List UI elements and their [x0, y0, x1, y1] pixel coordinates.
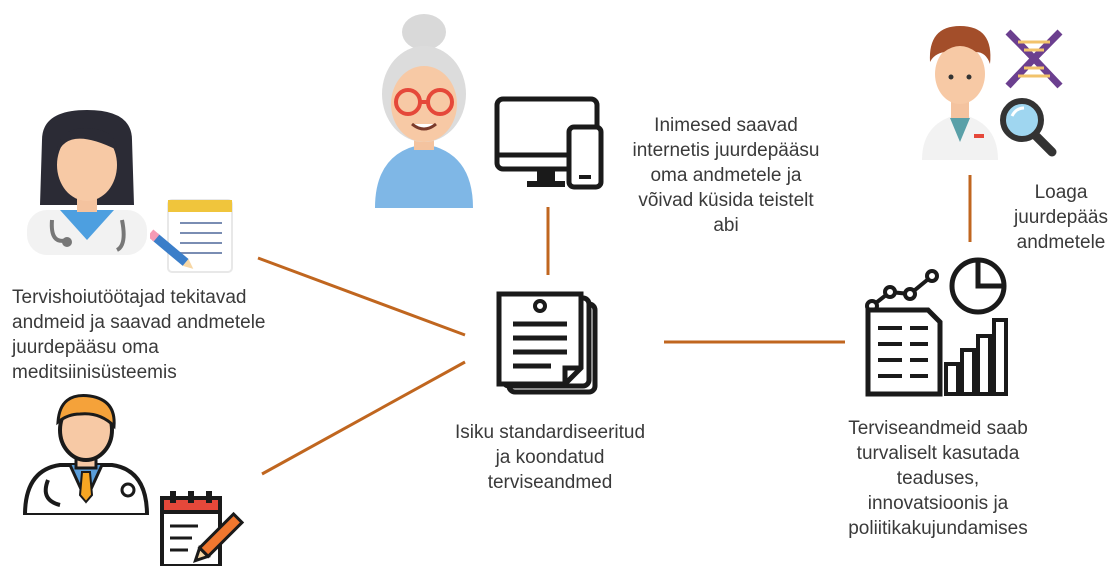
text-line: oma andmetele ja	[650, 165, 802, 186]
text-line: abi	[713, 215, 739, 236]
central-label: Isiku standardiseeritud ja koondatud ter…	[430, 420, 670, 495]
male-doctor-icon	[22, 394, 150, 515]
clipboard-pen-icon	[160, 491, 245, 566]
dna-icon	[1005, 29, 1063, 89]
computer-devices-icon	[494, 96, 604, 190]
text-line: internetis juurdepääsu	[632, 140, 820, 161]
text-line: terviseandmed	[487, 472, 613, 493]
elderly-woman-icon	[375, 14, 473, 208]
text-line: andmetele	[1016, 232, 1106, 253]
text-line: Inimesed saavad	[654, 115, 798, 136]
text-line: poliitikakujundamises	[848, 518, 1028, 539]
text-line: meditsiinisüsteemis	[12, 362, 177, 383]
analytics-report-icon	[865, 257, 1008, 397]
connector-healthcare-top	[257, 256, 466, 337]
researcher-label: Loaga juurdepääs andmetele	[1010, 180, 1112, 255]
text-line: Tervishoiutöötajad tekitavad	[12, 287, 247, 308]
text-line: teaduses,	[896, 468, 980, 489]
documents-stack-icon	[496, 291, 598, 395]
text-line: innovatsioonis ja	[867, 493, 1009, 514]
people-label: Inimesed saavad internetis juurdepääsu o…	[612, 113, 840, 238]
female-doctor-icon	[27, 110, 147, 255]
healthcare-workers-label: Tervishoiutöötajad tekitavad andmeid ja …	[12, 285, 266, 385]
text-line: Loaga	[1034, 182, 1088, 203]
text-line: Terviseandmeid saab	[848, 418, 1028, 439]
text-line: Isiku standardiseeritud	[454, 422, 646, 443]
text-line: turvaliselt kasutada	[856, 443, 1020, 464]
text-line: juurdepääsu oma	[12, 337, 159, 358]
notepad-pencil-icon	[150, 199, 233, 273]
connector-healthcare-bottom	[261, 360, 466, 476]
text-line: ja koondatud	[495, 447, 605, 468]
secondary-use-label: Terviseandmeid saab turvaliselt kasutada…	[818, 416, 1058, 541]
text-line: juurdepääs	[1013, 207, 1109, 228]
magnifier-icon	[1000, 98, 1057, 157]
text-line: võivad küsida teistelt	[638, 190, 814, 211]
scientist-icon	[922, 26, 998, 160]
text-line: andmeid ja saavad andmetele	[12, 312, 266, 333]
